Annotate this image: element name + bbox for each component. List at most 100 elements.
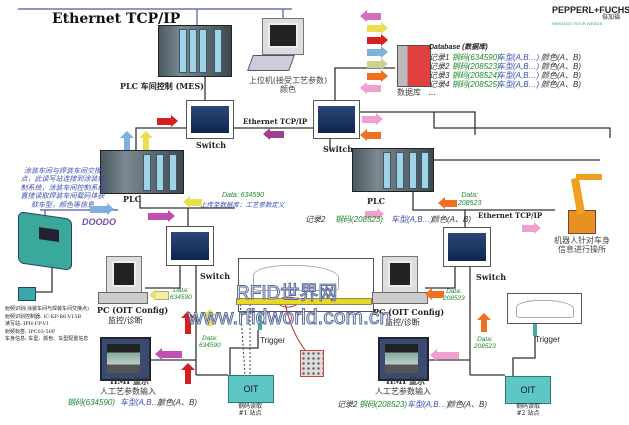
station1-pc-keyboard (98, 292, 148, 304)
rfid-controller-device (18, 211, 72, 271)
station1-trigger-sensor (258, 315, 262, 330)
switch-4 (443, 227, 491, 267)
station1-oit-sub: 钢码读取#1 站点 (237, 403, 262, 417)
logo-brand: PEPPERL+FUCHS (552, 5, 629, 15)
arrow-up-icon (139, 131, 153, 150)
record-row: 记录2 钢码(208523) (429, 62, 500, 71)
arrow-right-icon (90, 203, 114, 215)
arrow-left-icon (360, 10, 381, 22)
reader-brand-mark: DOODO (82, 217, 117, 227)
right-data-label: Data:208523 (458, 192, 482, 208)
station2-pc-sub: 监控/诊断 (385, 318, 420, 327)
arrow-right-icon (367, 58, 388, 70)
arrow-right-icon (157, 115, 178, 127)
station2-trigger-sensor (533, 324, 537, 336)
switch-1 (186, 100, 234, 139)
database-server-icon (397, 45, 431, 87)
arrow-left-icon (430, 349, 459, 361)
arrow-up-icon (203, 309, 217, 326)
robot-label: 机器人针对车身信息进行操所 (554, 236, 610, 255)
left-note: 涂装车间与焊装车间交接点，此读写站连接到涂装控制系统，涂装车间控制系统直接读取焊… (20, 167, 105, 209)
host-pc-monitor (262, 18, 304, 55)
station1-car-frame (238, 258, 374, 312)
switch-2 (313, 100, 360, 139)
left-upload-label: 上传至数据库：工艺参数定义 (200, 202, 285, 209)
watermark-title: RFID世界网 (235, 283, 338, 305)
arrow-right-icon (522, 222, 541, 234)
arrow-right-icon (367, 22, 388, 34)
station1-pc-sub: 监控/诊断 (108, 316, 143, 325)
station1-hmi-label: HMI 显示 (110, 376, 149, 386)
plc-right (352, 148, 434, 192)
left-data-label: Data: 634590 (222, 192, 265, 199)
plc-left (100, 150, 184, 194)
station2-car-frame (507, 293, 582, 324)
logo-tagline: SENSING YOUR NEEDS (552, 21, 603, 27)
switch-3-label: Switch (200, 271, 231, 281)
ethernet-label-mid: Ethernet TCP/IP (243, 117, 308, 126)
station2-oit: OIT (505, 376, 551, 404)
record-row: 记录3 钢码(208524) (429, 71, 500, 80)
mes-plc-rack (158, 25, 232, 77)
host-pc-label: 上位机(接受工艺参数)颜色 (248, 76, 328, 95)
diagram-title: Ethernet TCP/IP (52, 11, 181, 27)
database-header: Database (数据库) (429, 44, 488, 51)
conveyor-rail (236, 298, 372, 305)
mid-record-color: 颜色(A、B) (431, 215, 471, 224)
rfid-tag-grid (300, 350, 324, 377)
arrow-up-icon (120, 131, 134, 150)
arrow-right-icon (365, 208, 384, 220)
robot-arm-icon (560, 170, 602, 234)
arrow-left-icon (263, 128, 284, 140)
mid-record-model: 车型(A,B…) (391, 215, 434, 224)
station2-hmi-label: HMI 显示 (386, 376, 425, 386)
host-pc-keyboard (247, 55, 295, 71)
mes-plc-label: PLC 车间控制 (MES) (120, 81, 204, 91)
station2-trigger-label: Trigger (535, 335, 561, 344)
database-more: … (428, 88, 436, 97)
station1-data-mid: Data:634590 (199, 335, 221, 350)
station1-trigger-label: Trigger (260, 336, 286, 345)
station2-data-top: Data:208523 (443, 288, 465, 303)
record-row: 记录1 钢码(634590) (429, 53, 500, 62)
arrow-right-icon (367, 34, 388, 46)
arrow-left-icon (155, 348, 182, 360)
plc-right-label: PLC (367, 196, 386, 206)
station2-oit-sub: 钢码读取#2 站点 (515, 403, 540, 417)
arrow-right-icon (148, 210, 175, 222)
arrow-left-icon (360, 129, 381, 141)
rfid-tag-device (18, 287, 36, 301)
arrow-up-icon (181, 363, 195, 384)
pepperl-fuchs-logo: PEPPERL+FUCHS 倍加福 SENSING YOUR NEEDS (552, 5, 629, 27)
station1-pc-label: PC (OIT Config) (97, 305, 169, 315)
station1-oit: OIT (228, 375, 274, 403)
station2-hmi (378, 337, 429, 381)
database-label: 数据库 (397, 88, 421, 97)
station2-pc (382, 256, 418, 294)
switch-2-label: Switch (323, 144, 354, 154)
plc-left-label: PLC (123, 194, 142, 204)
logo-cn: 倍加福 (601, 14, 620, 22)
arrow-left-icon (149, 289, 169, 301)
arrow-up-icon (477, 313, 491, 332)
ethernet-label-right: Ethernet TCP/IP (478, 211, 543, 220)
arrow-right-icon (367, 46, 388, 58)
station1-data-top: Data:634590 (170, 287, 192, 302)
arrow-right-icon (362, 113, 383, 125)
station1-hmi (100, 337, 151, 381)
arrow-left-icon (183, 196, 202, 208)
station2-pc-label: PC (OIT Config) (373, 307, 445, 317)
station1-hmi-sub: 人工艺参数输入 (100, 387, 156, 396)
switch-3 (166, 226, 214, 266)
mid-record-rec: 记录2 (305, 215, 326, 224)
station2-hmi-sub: 人工艺参数输入 (375, 387, 431, 396)
station2-pc-keyboard (372, 292, 428, 304)
switch-1-label: Switch (196, 140, 227, 150)
watermark-url: www.rfidworld.com.cn (187, 306, 392, 330)
station2-data-mid: Data:208523 (474, 336, 496, 351)
mid-record-code: 钢码(208523) (335, 215, 384, 224)
record-row: 记录4 钢码(208525) (429, 80, 500, 89)
station1-pc (106, 256, 142, 294)
